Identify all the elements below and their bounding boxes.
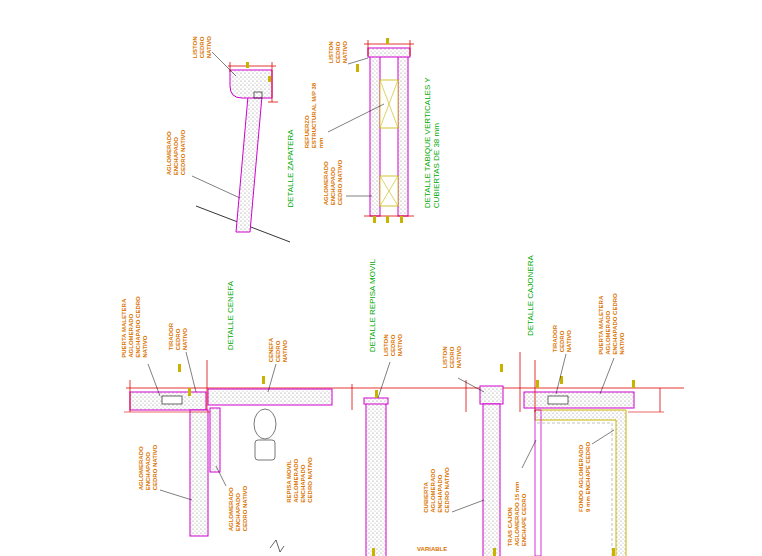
material-note: LISTON CEDRO NATIVO xyxy=(192,22,213,58)
material-note: AGLOMERADO ENCHAPADO CEDRO NATIVO xyxy=(323,155,344,205)
material-note: CENEFA CEDRO NATIVO xyxy=(268,322,289,362)
reference-line xyxy=(126,388,684,389)
drawer-detail xyxy=(452,352,664,556)
dimension-label: VARIABLE xyxy=(417,546,447,553)
detail-title: DETALLE ZAPATERA xyxy=(286,129,295,207)
detail-title: DETALLE REPISA MOVIL xyxy=(368,258,377,351)
material-note: LISTON CEDRO NATIVO xyxy=(383,320,404,356)
material-note: PUERTA MALETERA AGLOMERADO ENCHAPADO CED… xyxy=(121,292,149,358)
material-note: CUBIERTA AGLOMERADO ENCHAPADO CEDRO NATI… xyxy=(423,463,451,513)
material-note: FONDO AGLOMERADO 9 mm ENCHAPE CEDRO xyxy=(578,440,592,512)
material-note: TIRADOR CEDRO NATIVO xyxy=(552,312,573,352)
material-note: AGLOMERADO ENCHAPADO CEDRO NATIVO xyxy=(166,125,187,175)
zapatera-detail xyxy=(192,52,290,242)
material-note: LISTON CEDRO NATIVO xyxy=(442,332,463,368)
material-note: REPISA MOVIL AGLOMERADO ENCHAPADO CEDRO … xyxy=(286,453,314,503)
material-note: PUERTA MALETERA AGLOMERADO ENCHAPADO CED… xyxy=(598,289,626,355)
material-note: LISTON CEDRO NATIVO xyxy=(328,27,349,63)
material-note: TIRADOR CEDRO NATIVO xyxy=(168,310,189,350)
valance-detail xyxy=(124,352,332,552)
material-note: AGLOMERADO ENCHAPADO CEDRO NATIVO xyxy=(138,440,159,490)
detail-title: DETALLE CENEFA xyxy=(226,280,235,349)
material-note: AGLOMERADO ENCHAPADO CEDRO NATIVO xyxy=(228,481,249,531)
detail-title: DETALLE CAJONERA xyxy=(525,255,534,336)
material-note: REFUERZO ESTRUCTURAL M/P 38 mm xyxy=(304,76,325,148)
shelf-detail xyxy=(352,362,390,556)
detail-title: DETALLE TABIQUE VERTICALES Y CUBIERTAS D… xyxy=(423,72,441,208)
material-note: TRAS CAJON AGLOMERADO 15 mm ENCHAPE CEDR… xyxy=(507,470,528,546)
